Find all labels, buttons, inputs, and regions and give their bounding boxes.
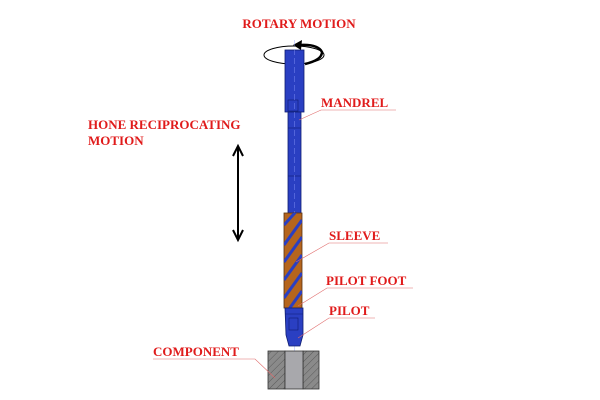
label-motion: MOTION: [88, 133, 144, 148]
label-rotary-motion: ROTARY MOTION: [242, 16, 356, 31]
label-sleeve: SLEEVE: [329, 228, 380, 243]
label-mandrel: MANDREL: [321, 95, 388, 110]
mandrel: [284, 40, 305, 380]
label-component: COMPONENT: [153, 344, 239, 359]
label-pilot: PILOT: [329, 303, 370, 318]
label-pilot-foot: PILOT FOOT: [326, 273, 407, 288]
reciprocating-motion-arrow-icon: [232, 143, 244, 243]
leader-lines: [153, 109, 413, 379]
pilot: [284, 307, 304, 347]
label-hone-reciprocating: HONE RECIPROCATING: [88, 117, 241, 132]
sleeve: [283, 212, 303, 309]
component: [267, 350, 320, 390]
